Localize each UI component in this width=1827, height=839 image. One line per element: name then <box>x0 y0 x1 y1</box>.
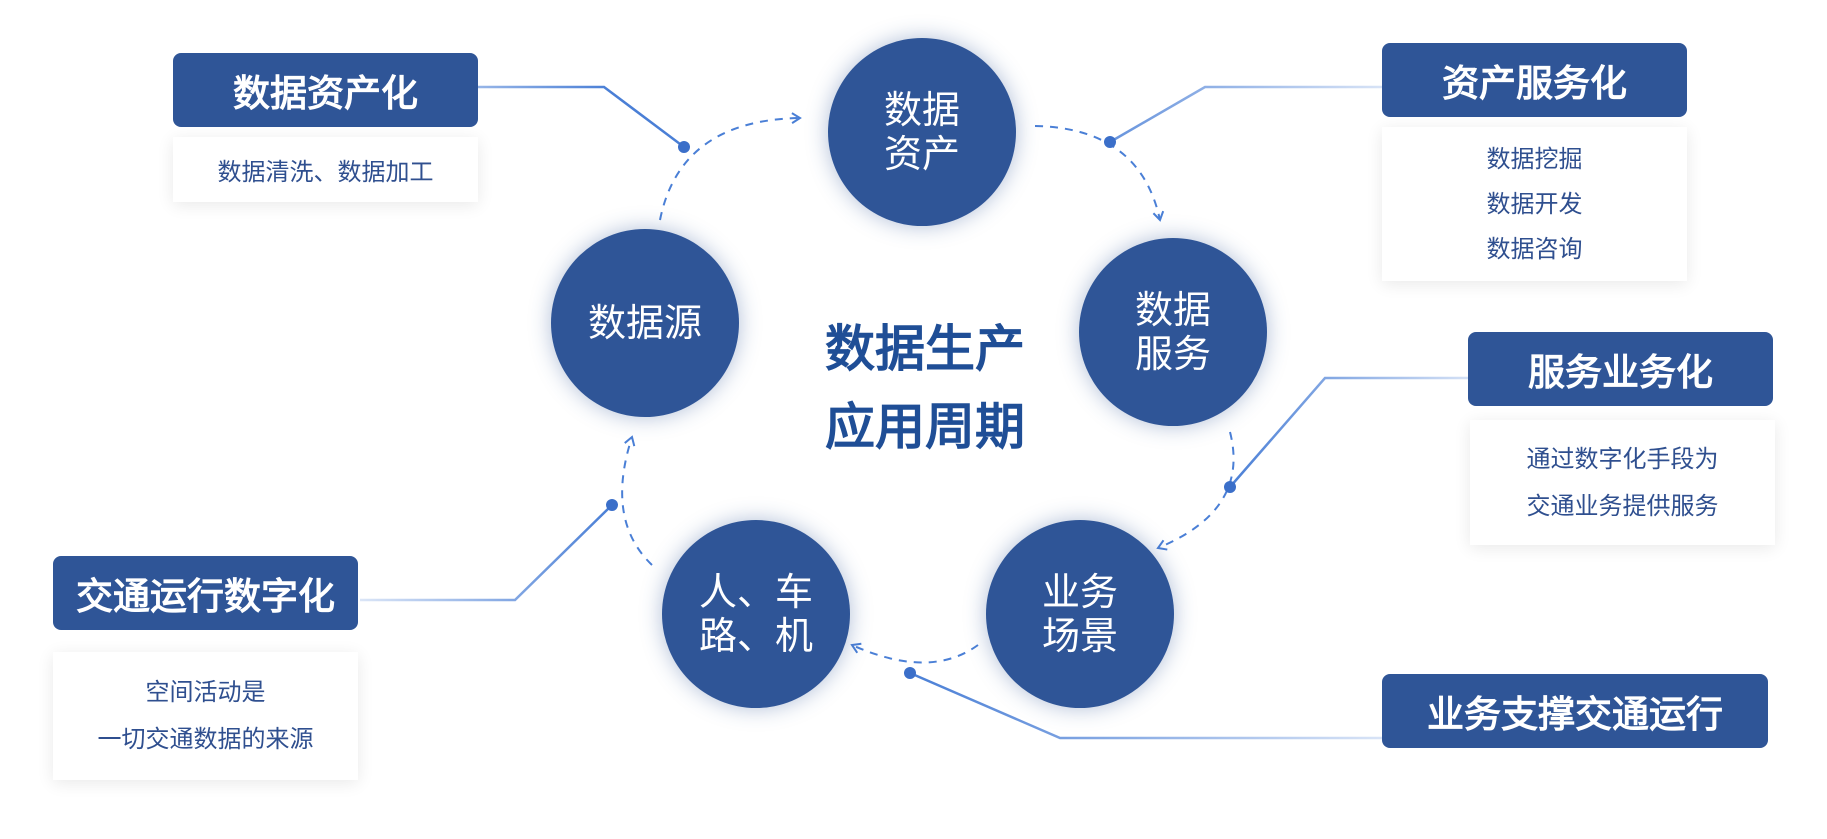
callout-assetization-title: 数据资产化 <box>173 53 478 127</box>
cycle-arrow-scenario-to-people <box>850 642 979 664</box>
callout-business-title-text: 服务业务化 <box>1528 351 1713 394</box>
node-data-assets-line1: 数据 <box>883 87 960 132</box>
leader-line-support <box>909 671 1385 740</box>
callout-traffic-digital-line: 一切交通数据的来源 <box>97 725 314 753</box>
callout-servitization-line: 数据挖掘 <box>1486 144 1583 173</box>
node-business-scenario: 业务 场景 <box>986 520 1174 708</box>
callout-support-title-text: 业务支撑交通运行 <box>1427 693 1723 736</box>
callout-business-desc: 通过数字化手段为 交通业务提供服务 <box>1470 420 1775 545</box>
junction-dot <box>1224 481 1236 493</box>
callout-traffic-digital-title-text: 交通运行数字化 <box>76 575 335 618</box>
junction-dot <box>606 499 618 511</box>
callout-traffic-digital-desc: 空间活动是 一切交通数据的来源 <box>53 652 358 780</box>
center-title-line1: 数据生产 <box>825 320 1025 378</box>
node-data-assets: 数据 资产 <box>828 38 1016 226</box>
leader-line-traffic-digital <box>360 504 613 602</box>
node-data-services-line2: 服务 <box>1134 332 1211 376</box>
node-data-source-label: 数据源 <box>587 300 702 345</box>
callout-servitization-desc: 数据挖掘 数据开发 数据咨询 <box>1382 127 1687 281</box>
cycle-arrow-people-to-source <box>621 435 653 566</box>
callout-business-line: 交通业务提供服务 <box>1526 491 1719 520</box>
callout-servitization-title-text: 资产服务化 <box>1442 62 1627 105</box>
node-business-scenario-line1: 业务 <box>1041 569 1118 614</box>
leader-line-business <box>1229 376 1475 488</box>
callout-business-line: 通过数字化手段为 <box>1526 444 1719 473</box>
cycle-arrow-services-to-scenario <box>1156 431 1235 551</box>
callout-assetization-desc: 数据清洗、数据加工 <box>173 137 478 202</box>
callout-servitization-line: 数据咨询 <box>1486 234 1583 263</box>
callout-assetization-line: 数据清洗、数据加工 <box>217 158 434 186</box>
node-data-assets-line2: 资产 <box>883 132 960 176</box>
node-data-services: 数据 服务 <box>1079 238 1267 426</box>
node-data-source: 数据源 <box>551 229 739 417</box>
junction-dot <box>1104 136 1116 148</box>
callout-support-title: 业务支撑交通运行 <box>1382 674 1768 748</box>
center-title-line2: 应用周期 <box>825 398 1025 456</box>
callout-traffic-digital-line: 空间活动是 <box>145 678 266 706</box>
node-people-vehicles: 人、车 路、机 <box>662 520 850 708</box>
cycle-arrow-assets-to-services <box>1034 125 1165 222</box>
leader-line-servitization <box>1109 85 1385 144</box>
leader-line-assetization <box>478 85 685 148</box>
node-people-vehicles-line2: 路、机 <box>698 614 813 658</box>
cycle-arrow-source-to-assets <box>659 112 802 221</box>
callout-assetization-title-text: 数据资产化 <box>233 72 418 115</box>
junction-dot <box>904 667 916 679</box>
callout-servitization-title: 资产服务化 <box>1382 43 1687 117</box>
center-title: 数据生产 应用周期 <box>800 310 1050 466</box>
node-business-scenario-line2: 场景 <box>1041 614 1118 658</box>
node-people-vehicles-line1: 人、车 <box>698 569 813 614</box>
callout-business-title: 服务业务化 <box>1468 332 1773 406</box>
node-data-services-line1: 数据 <box>1134 287 1211 332</box>
junction-dot <box>678 141 690 153</box>
callout-traffic-digital-title: 交通运行数字化 <box>53 556 358 630</box>
callout-servitization-line: 数据开发 <box>1486 189 1583 218</box>
